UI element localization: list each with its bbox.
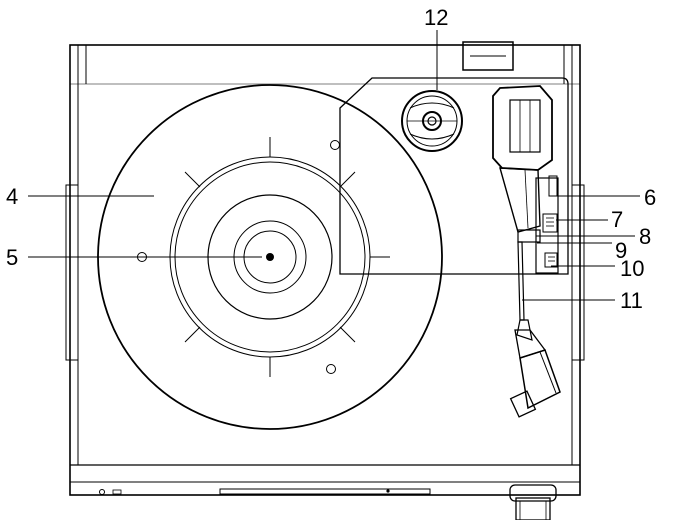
callout-4: 4: [6, 184, 18, 209]
callout-labels: 4 5 12 6 7 8 9 10 11: [6, 5, 656, 313]
callout-10: 10: [620, 256, 644, 281]
strobe-marks: [150, 137, 390, 377]
turntable-body: [65, 41, 585, 520]
callout-5: 5: [6, 245, 18, 270]
callout-lines: [28, 30, 640, 301]
callout-6: 6: [644, 185, 656, 210]
callout-11: 11: [620, 288, 643, 313]
callout-9: 9: [615, 238, 627, 263]
45-rpm-adapter: [401, 90, 463, 152]
spindle: [266, 253, 274, 261]
callout-8: 8: [639, 224, 651, 249]
callout-12: 12: [424, 5, 448, 30]
platter: [97, 84, 443, 430]
tonearm: [492, 85, 561, 418]
deck-plate: [339, 77, 569, 275]
callout-7: 7: [611, 207, 623, 232]
